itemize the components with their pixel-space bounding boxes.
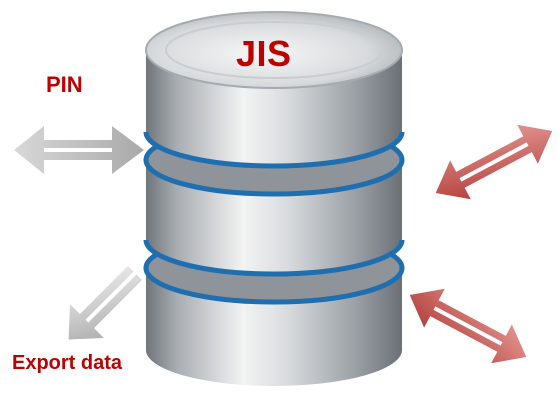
export-arrow [68, 265, 143, 340]
right-upper-double-arrow [435, 124, 553, 200]
pin-double-arrow [14, 126, 144, 174]
database-cylinder [143, 11, 405, 386]
export-data-label: Export data [12, 352, 123, 374]
right-lower-double-arrow [409, 288, 527, 364]
cylinder-section-top [143, 11, 405, 169]
pin-label: PIN [46, 72, 83, 97]
database-title: JIS [236, 33, 292, 74]
